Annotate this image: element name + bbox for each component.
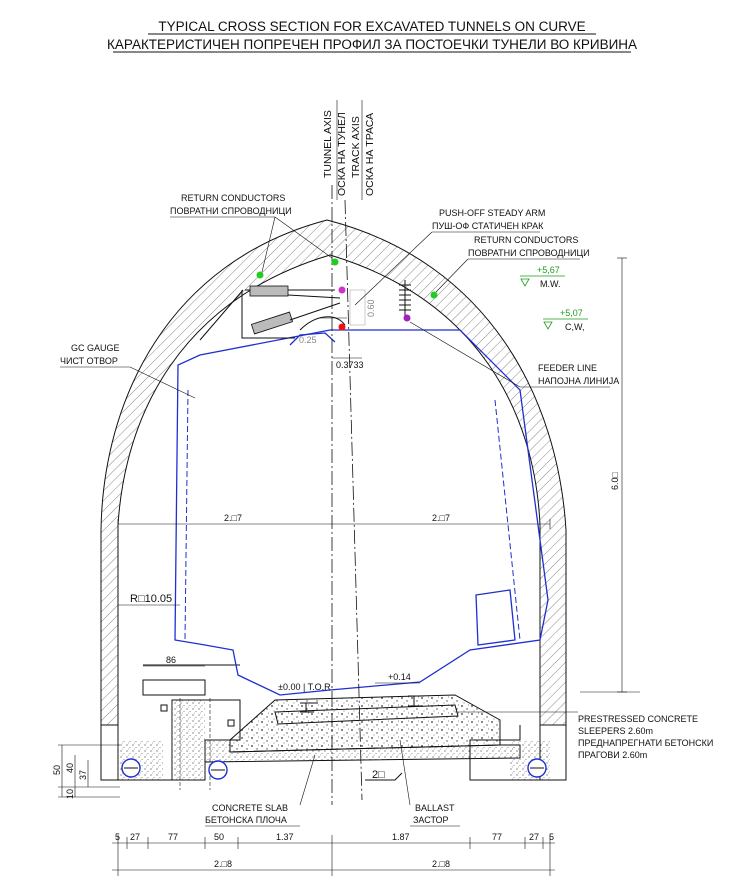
feeder-en: FEEDER LINE <box>538 363 597 373</box>
clearance-gauge <box>174 329 549 696</box>
return-right-mk: ПОВРАТНИ СПРОВОДНИЦИ <box>468 248 590 258</box>
dim-bottom-0: 5 <box>115 832 120 842</box>
dim-bottom-4: 1.37 <box>276 832 294 842</box>
tunnel-lining <box>100 219 567 781</box>
gauge-en: GC GAUGE <box>71 343 120 353</box>
return-left-en: RETURN CONDUCTORS <box>181 193 285 203</box>
ballast-en: BALLAST <box>415 803 455 813</box>
dim-bottom-total-left: 2.□8 <box>214 859 232 869</box>
track-axis-line <box>344 199 363 801</box>
sleepers-mk-2: ПРАГОВИ 2.60m <box>578 750 647 760</box>
title-block: TYPICAL CROSS SECTION FOR EXCAVATED TUNN… <box>107 19 637 53</box>
dim-offset: 0.3733 <box>336 360 364 370</box>
insulator-lower <box>250 311 294 335</box>
track-bed <box>142 664 521 790</box>
return-conductor-left-dot <box>256 271 264 279</box>
dim-bottom-total-right: 2.□8 <box>432 859 450 869</box>
dim-060: 0.60 <box>366 299 376 317</box>
sleepers-en-1: PRESTRESSED CONCRETE <box>578 714 698 724</box>
dim-slope: 2□ <box>372 769 385 781</box>
tunnel-axis-en: TUNNEL AXIS <box>322 110 334 178</box>
return-left-mk: ПОВРАТНИ СПРОВОДНИЦИ <box>170 206 292 216</box>
dim-025: 0.25 <box>299 335 317 345</box>
rail-right-level: +0.14 <box>388 672 411 682</box>
dim-bottom-1: 27 <box>130 832 140 842</box>
dim-v10: 10 <box>65 789 75 799</box>
tor-level: ±0.00 | T.O.R <box>278 682 331 692</box>
slab-en: CONCRETE SLAB <box>212 803 288 813</box>
slab-mk: БЕТОНСКА ПЛОЧА <box>205 815 287 825</box>
dim-bottom-5: 1.87 <box>392 832 410 842</box>
track-axis-mk: ОСКА НА ТРАСА <box>364 113 376 196</box>
dim-radius: R□10.05 <box>130 593 172 605</box>
pushoff-mk: ПУШ-ОФ СТАТИЧЕН КРАК <box>432 221 544 231</box>
track-axis-en: TRACK AXIS <box>350 116 362 178</box>
dim-v50: 50 <box>52 765 62 775</box>
feeder-mk: НАПОЈНА ЛИНИЈА <box>538 376 619 386</box>
cable-ducts <box>121 758 547 780</box>
axes: TUNNEL AXIS ОСКА НА ТУНЕЛ TRACK AXIS ОСК… <box>322 100 376 805</box>
dim-height: 6.0□ <box>610 471 620 490</box>
dim-bottom-6: 77 <box>492 832 502 842</box>
dimensions: 2.□7 2.□7 6.0□ R□10.05 0.3733 0.25 0.60 … <box>52 257 640 876</box>
messenger-wire-dot <box>338 286 346 294</box>
level-marks: +5,67 M.W. +5,07 C,W, ±0.00 | T.O.R +0.1… <box>278 265 588 692</box>
return-conductor-center-dot <box>331 258 339 266</box>
dim-v40: 40 <box>65 763 75 773</box>
sleepers-en-2: SLEEPERS 2.60m <box>578 726 653 736</box>
leader-labels: RETURN CONDUCTORS ПОВРАТНИ СПРОВОДНИЦИ P… <box>60 193 713 827</box>
overhead-equipment <box>199 280 411 341</box>
dim-bottom-3: 50 <box>214 832 224 842</box>
contact-wire-dot <box>338 323 346 331</box>
dim-half-width-left: 2.□7 <box>224 513 242 523</box>
insulator-upper <box>249 285 289 297</box>
mw-label: M.W. <box>540 279 561 289</box>
title-mk: КАРАКТЕРИСТИЧЕН ПОПРЕЧЕН ПРОФИЛ ЗА ПОСТО… <box>107 37 637 52</box>
dim-bottom-7: 27 <box>529 832 539 842</box>
dim-half-width-right: 2.□7 <box>432 513 450 523</box>
feeder-line-dot <box>403 314 411 322</box>
title-en: TYPICAL CROSS SECTION FOR EXCAVATED TUNN… <box>158 19 585 34</box>
return-right-en: RETURN CONDUCTORS <box>474 235 578 245</box>
sleepers-mk-1: ПРЕДНАПРЕГНАТИ БЕТОНСКИ <box>578 738 713 748</box>
ballast-mk: ЗАСТОР <box>413 815 449 825</box>
return-conductor-right-dot <box>430 291 438 299</box>
gauge-mk: ЧИСТ ОТВОР <box>60 356 118 366</box>
dim-bottom-2: 77 <box>168 832 178 842</box>
dim-86: 86 <box>166 655 176 665</box>
dim-bottom-8: 5 <box>549 832 554 842</box>
markers <box>256 258 438 331</box>
mw-value: +5,67 <box>537 265 560 275</box>
pushoff-en: PUSH-OFF STEADY ARM <box>439 208 545 218</box>
dim-v37: 37 <box>78 770 88 780</box>
cw-label: C,W, <box>565 322 585 332</box>
tunnel-axis-mk: ОСКА НА ТУНЕЛ <box>336 112 348 196</box>
cw-value: +5,07 <box>560 308 583 318</box>
